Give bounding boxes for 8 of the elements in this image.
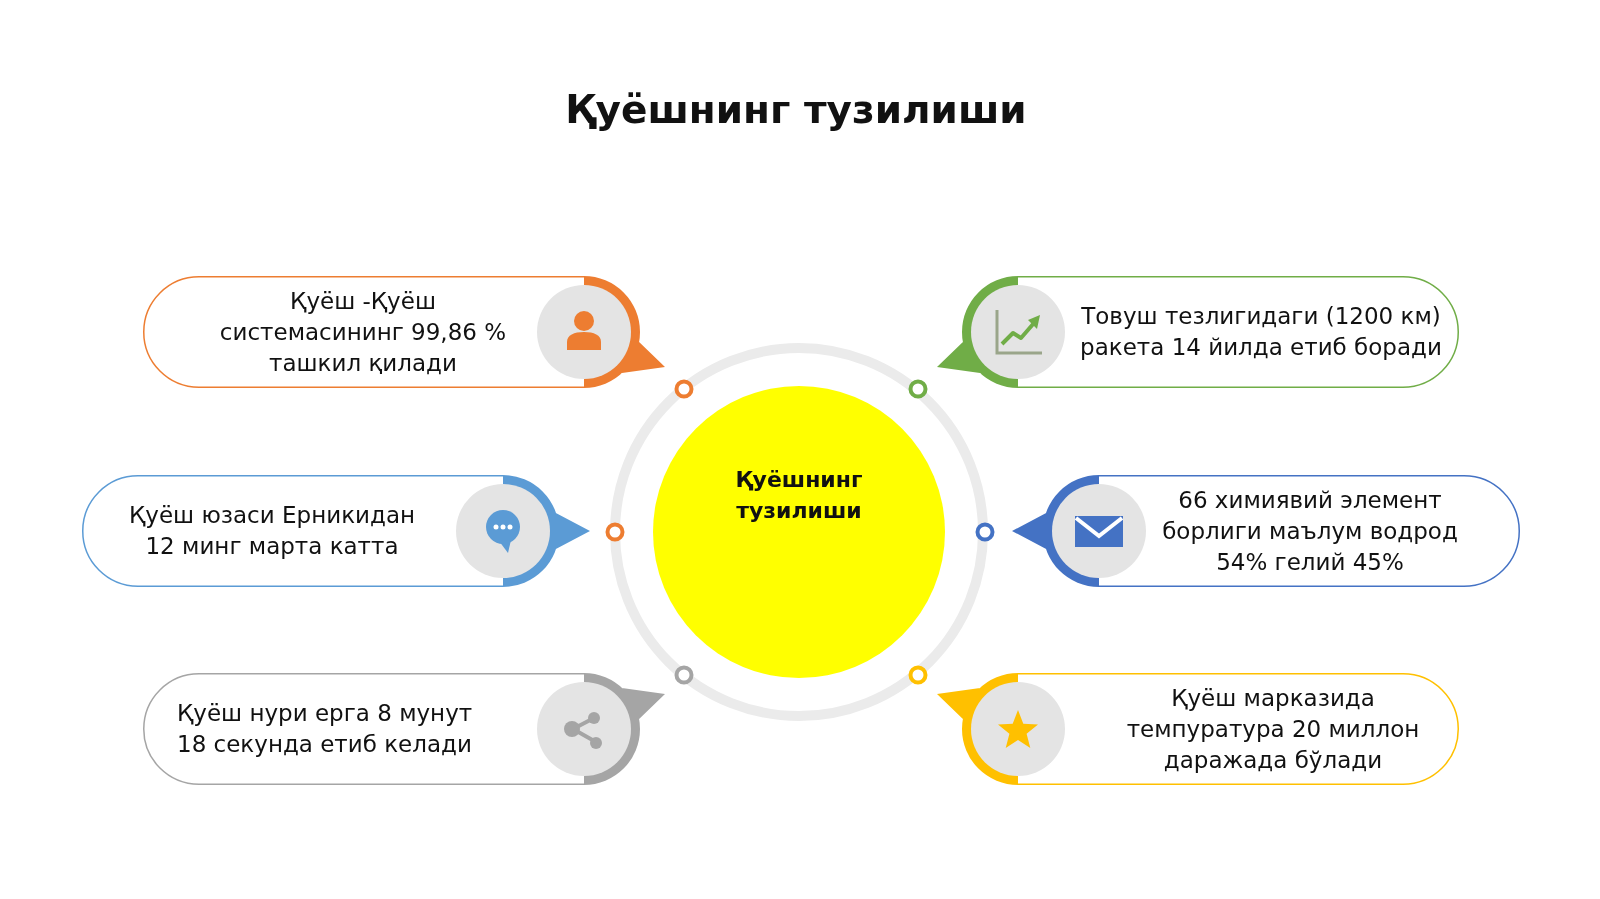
- circle-label: Қуёшнинг тузилиши: [734, 466, 864, 525]
- callout-text: Қуёш марказида темпуратура 20 миллон даражада бўлади: [1125, 683, 1421, 775]
- callout-text: Қуёш -Қуёш системасининг 99,86 % ташкил қилади: [218, 286, 508, 378]
- callout-text: 66 химиявий элемент борлиги маълум водрод 54% гелий 45%: [1161, 485, 1459, 577]
- callout-text: Товуш тезлигидаги (1200 км) ракета 14 йилда етиб боради: [1079, 302, 1443, 362]
- callout-text: Қуёш юзаси Ерникидан 12 минг марта катта: [128, 501, 416, 561]
- page-title: Қуёшнинг тузилиши: [565, 86, 1027, 134]
- callout-text: Қуёш нури ерга 8 мунут 18 секунда етиб келади: [177, 699, 474, 759]
